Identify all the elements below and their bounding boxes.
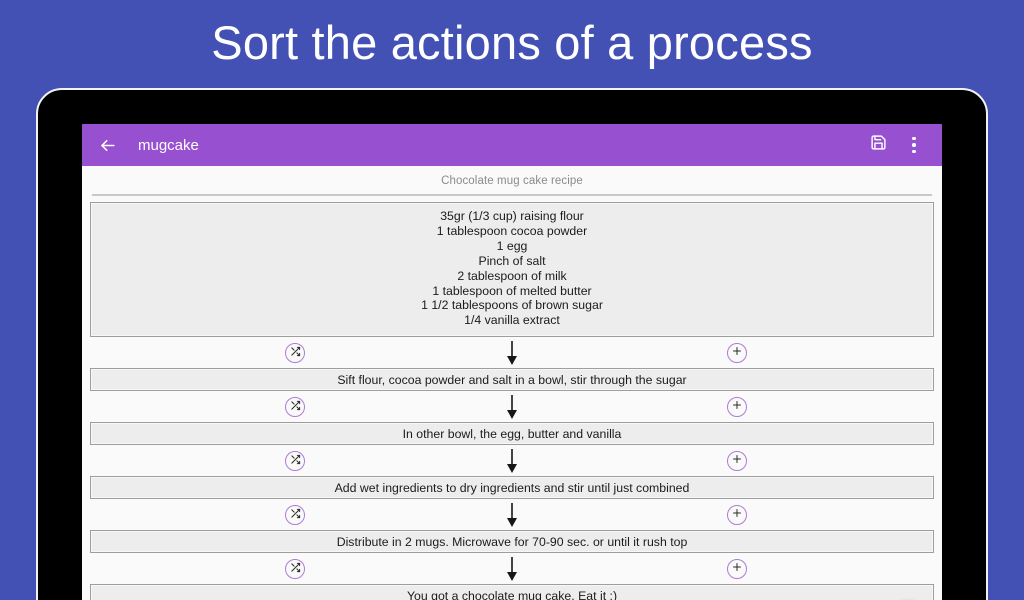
connector-row [90,337,934,368]
arrow-down-icon [504,394,520,420]
add-step-button[interactable] [727,504,747,525]
ingredient-line: 1 tablespoon cocoa powder [436,223,588,238]
shuffle-icon [290,344,301,362]
shuffle-icon [290,398,301,416]
step-row[interactable]: Add wet ingredients to dry ingredients a… [90,476,934,500]
save-floppy-icon [870,134,887,156]
overflow-menu-button[interactable] [898,129,930,161]
plus-circle-icon [731,452,743,470]
ingredient-line: 1 egg [496,238,528,253]
add-step-button[interactable] [727,342,747,363]
shuffle-button[interactable] [285,558,305,579]
ingredient-line: 1 1/2 tablespoons of brown sugar [421,298,603,313]
ingredient-line: 1 tablespoon of melted butter [432,283,592,298]
recipe-content: Chocolate mug cake recipe 35gr (1/3 cup)… [82,166,942,600]
title-divider [92,194,932,196]
arrow-down-icon [504,448,520,474]
connector-row [90,499,934,530]
step-row[interactable]: Distribute in 2 mugs. Microwave for 70-9… [90,530,934,554]
step-text: In other bowl, the egg, butter and vanil… [402,426,622,441]
add-step-button[interactable] [727,396,747,417]
shuffle-button[interactable] [285,396,305,417]
save-button[interactable] [862,129,894,161]
step-text: Sift flour, cocoa powder and salt in a b… [337,372,687,387]
shuffle-icon [290,560,301,578]
ingredients-box[interactable]: 35gr (1/3 cup) raising flour 1 tablespoo… [90,202,934,338]
tablet-device-frame: mugcake Chocolate mug cake recipe [36,88,988,600]
step-text: You got a chocolate mug cake. Eat it :) [406,588,618,600]
step-row[interactable]: In other bowl, the egg, butter and vanil… [90,422,934,446]
promo-headline: Sort the actions of a process [211,15,813,69]
app-bar: mugcake [82,124,942,166]
arrow-down-icon [504,556,520,582]
step-text: Add wet ingredients to dry ingredients a… [334,480,690,495]
plus-circle-icon [731,344,743,362]
recipe-title: Chocolate mug cake recipe [441,175,583,187]
plus-circle-icon [731,560,743,578]
promo-header: Sort the actions of a process [0,0,1024,84]
connector-row [90,391,934,422]
back-button[interactable] [90,128,124,162]
more-vertical-icon [912,136,916,154]
plus-circle-icon [731,398,743,416]
ingredient-line: 35gr (1/3 cup) raising flour [440,209,584,223]
arrow-left-icon [98,136,117,155]
shuffle-button[interactable] [285,342,305,363]
add-step-button[interactable] [727,558,747,579]
ingredient-line: 2 tablespoon of milk [457,268,567,283]
step-row[interactable]: Sift flour, cocoa powder and salt in a b… [90,368,934,392]
shuffle-button[interactable] [285,450,305,471]
ingredient-line: 1/4 vanilla extract [464,313,560,328]
ingredient-line: Pinch of salt [478,253,546,268]
step-text: Distribute in 2 mugs. Microwave for 70-9… [336,534,688,549]
connector-row [90,445,934,476]
device-screen: mugcake Chocolate mug cake recipe [82,124,942,600]
shuffle-button[interactable] [285,504,305,525]
plus-circle-icon [731,506,743,524]
step-row[interactable]: You got a chocolate mug cake. Eat it :) [90,584,934,600]
arrow-down-icon [504,340,520,366]
arrow-down-icon [504,502,520,528]
shuffle-icon [290,506,301,524]
shuffle-icon [290,452,301,470]
app-bar-title: mugcake [138,136,199,154]
add-step-button[interactable] [727,450,747,471]
connector-row [90,553,934,584]
